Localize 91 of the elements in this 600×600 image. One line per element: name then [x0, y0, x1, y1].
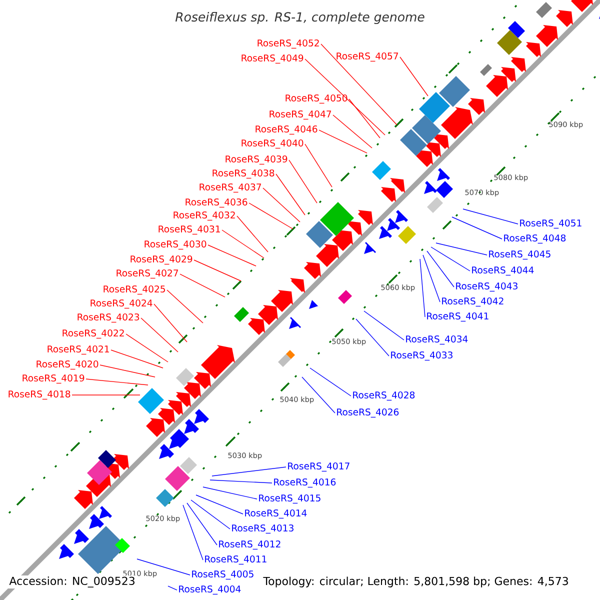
leader-line — [140, 318, 178, 352]
leader-line — [276, 174, 306, 216]
leader-line — [86, 378, 148, 386]
gene-label: RoseRS_4049 — [242, 54, 304, 64]
gene-label: RoseRS_4042 — [442, 297, 504, 307]
gene-label: RoseRS_4011 — [205, 555, 266, 565]
gene-label: RoseRS_4031 — [158, 225, 220, 235]
leader-line — [222, 230, 264, 258]
leader-line — [194, 260, 242, 282]
gene-label: RoseRS_4047 — [270, 110, 332, 120]
gene-label: RoseRS_4005 — [192, 570, 254, 580]
leader-line — [190, 500, 230, 530]
leader-line — [248, 202, 294, 230]
leader-line — [208, 244, 256, 266]
leader-line — [400, 56, 428, 96]
gene-label: RoseRS_4027 — [116, 269, 178, 279]
gene-label: RoseRS_4040 — [242, 139, 304, 149]
leader-line — [304, 58, 386, 136]
leader-line — [430, 246, 470, 272]
gene-label: RoseRS_4045 — [489, 250, 550, 260]
gene-label: RoseRS_4004 — [179, 585, 241, 595]
gene-label: RoseRS_4052 — [258, 39, 319, 49]
title: Roseiflexus sp. RS-1, complete genome — [175, 12, 424, 24]
gene-label: RoseRS_4012 — [219, 540, 280, 550]
leader-line — [180, 274, 226, 298]
info-text: Topology: circular; Length: 5,801,598 bp; Genes: 4,573 — [262, 576, 570, 588]
leader-line — [100, 364, 156, 378]
leader-line — [332, 114, 372, 148]
leader-line — [452, 216, 502, 240]
gene-label: RoseRS_4017 — [288, 462, 350, 472]
leader-line — [202, 486, 258, 500]
gene-label: RoseRS_4048 — [504, 234, 566, 244]
gene-label: RoseRS_4021 — [48, 345, 109, 355]
gene-label: RoseRS_4043 — [456, 282, 518, 292]
leader-line — [154, 304, 188, 342]
leader-line — [186, 502, 218, 546]
leader-line — [166, 290, 204, 324]
gene-label: RoseRS_4044 — [472, 266, 534, 276]
leader-line — [356, 318, 390, 356]
leader-line — [212, 466, 286, 476]
leader-line — [182, 504, 204, 560]
leader-line — [136, 558, 190, 576]
gene-label: RoseRS_4029 — [130, 255, 192, 265]
gene-label: RoseRS_4015 — [259, 494, 320, 504]
leader-line — [236, 216, 268, 252]
gene-label: RoseRS_4037 — [200, 183, 262, 193]
leader-line — [72, 394, 140, 396]
gene-label: RoseRS_4057 — [336, 52, 398, 62]
gene-label: RoseRS_4024 — [90, 299, 152, 309]
gene-label: RoseRS_4041 — [427, 312, 488, 322]
leader-line — [302, 376, 336, 414]
leader-line — [426, 250, 454, 288]
leader-line — [288, 160, 318, 204]
leader-line — [420, 258, 426, 318]
gene-label: RoseRS_4014 — [245, 509, 307, 519]
gene-label: RoseRS_4018 — [8, 390, 70, 400]
leader-line — [462, 208, 518, 224]
leader-line — [304, 144, 332, 188]
leader-line — [262, 188, 300, 222]
gene-label: RoseRS_4020 — [36, 360, 98, 370]
info-text: Accession: NC_009523 — [8, 576, 136, 588]
gene-label: RoseRS_4039 — [226, 155, 288, 165]
leader-line — [310, 368, 352, 396]
gene-label: RoseRS_4019 — [22, 374, 84, 384]
leader-line — [348, 98, 380, 138]
leader-line — [168, 586, 178, 590]
gene-label: RoseRS_4046 — [256, 125, 318, 135]
leader-line — [364, 310, 404, 340]
leader-line — [126, 334, 168, 362]
gene-label: RoseRS_4022 — [62, 329, 124, 339]
leader-line — [318, 130, 368, 154]
gene-label: RoseRS_4032 — [174, 211, 235, 221]
gene-label: RoseRS_4033 — [391, 351, 452, 361]
leader-line — [110, 350, 164, 368]
gene-label: RoseRS_4030 — [144, 240, 206, 250]
leader-line — [436, 242, 488, 256]
gene-label: RoseRS_4050 — [286, 94, 348, 104]
gene-label: RoseRS_4026 — [337, 408, 399, 418]
gene-label: RoseRS_4023 — [78, 313, 140, 323]
gene-label: RoseRS_4016 — [274, 478, 336, 488]
gene-label: RoseRS_4038 — [212, 169, 274, 179]
gene-label: RoseRS_4025 — [104, 285, 165, 295]
gene-label: RoseRS_4051 — [520, 219, 582, 229]
leader-line — [210, 480, 272, 484]
gene-label: RoseRS_4034 — [406, 335, 468, 345]
gene-label: RoseRS_4036 — [186, 198, 248, 208]
gene-label: RoseRS_4013 — [232, 524, 294, 534]
gene-label: RoseRS_4028 — [353, 391, 415, 401]
leader-line — [320, 44, 398, 126]
leader-line — [196, 494, 244, 514]
leader-line — [422, 254, 440, 302]
